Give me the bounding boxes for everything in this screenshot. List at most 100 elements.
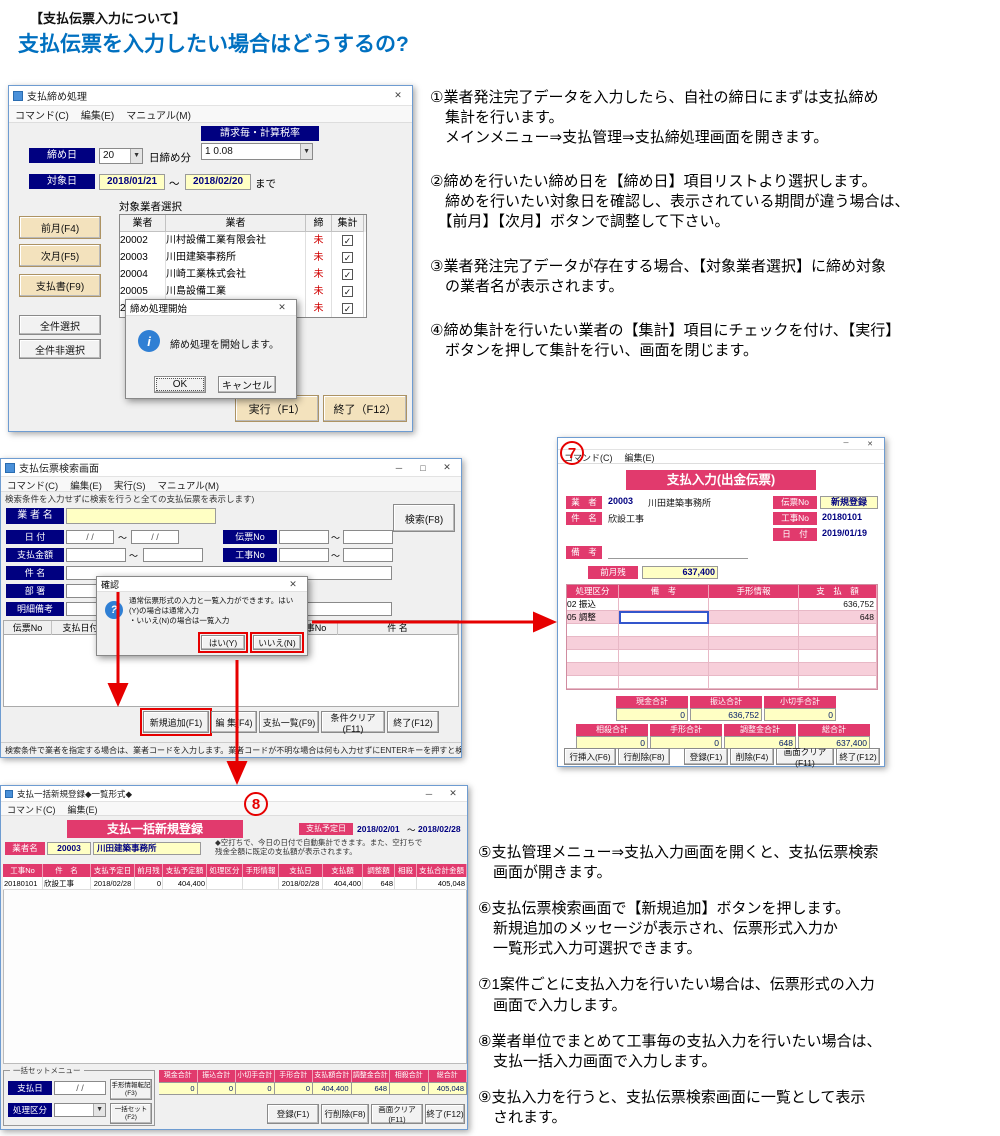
dialog-titlebar[interactable]: 確認 ✕ [97, 577, 307, 592]
menu-command[interactable]: コマンド(C) [7, 481, 59, 492]
payment-doc-button[interactable]: 支払書(F9) [19, 274, 101, 297]
table-row[interactable]: 05 調整 648 [567, 611, 877, 624]
menu-command[interactable]: コマンド(C) [564, 453, 613, 463]
table-row[interactable] [567, 650, 877, 663]
minimize-icon[interactable]: ─ [843, 440, 849, 447]
menubar: コマンド(C) 編集(E) [558, 450, 884, 464]
titlebar[interactable]: 支払伝票検索画面 ─ □ ✕ [1, 459, 461, 477]
menu-command[interactable]: コマンド(C) [15, 111, 69, 122]
payment-date-input[interactable]: / / [54, 1081, 106, 1095]
minimize-icon[interactable]: ─ [425, 788, 433, 799]
minimize-icon[interactable]: ─ [395, 462, 403, 473]
menu-manual[interactable]: マニュアル(M) [126, 111, 191, 122]
project-no-to-input[interactable] [343, 548, 393, 562]
selected-cell[interactable] [619, 611, 709, 624]
register-button[interactable]: 登録(F1) [684, 748, 728, 765]
chevron-down-icon[interactable]: ▼ [300, 144, 312, 159]
table-row[interactable]: 02 振込 636,752 [567, 598, 877, 611]
closing-status: 未 [306, 249, 332, 266]
aggregate-checkbox[interactable]: ✓ [342, 268, 353, 280]
chevron-down-icon[interactable]: ▼ [93, 1104, 105, 1116]
add-new-button[interactable]: 新規追加(F1) [140, 708, 212, 736]
date-to-field[interactable]: 2018/02/20 [185, 174, 251, 190]
titlebar[interactable]: 支払締め処理 ✕ [9, 86, 412, 106]
close-icon[interactable]: ✕ [394, 90, 402, 100]
exit-button[interactable]: 終了(F12) [425, 1104, 465, 1124]
tilde: ～ [407, 825, 416, 835]
close-icon[interactable]: ✕ [449, 788, 457, 798]
table-row[interactable]: 20005 川島設備工業 未 ✓ [120, 283, 366, 300]
exit-button[interactable]: 終了（F12） [323, 395, 407, 422]
clear-screen-button[interactable]: 画面クリア(F11) [776, 747, 834, 768]
search-button[interactable]: 検索(F8) [393, 504, 455, 532]
table-row[interactable] [567, 663, 877, 676]
date-to-input[interactable]: / / [131, 530, 179, 544]
vendor-name-input[interactable] [66, 508, 216, 524]
table-row[interactable]: 20003 川田建築事務所 未 ✓ [120, 249, 366, 266]
amount-to-input[interactable] [143, 548, 203, 562]
menu-edit[interactable]: 編集(E) [67, 805, 98, 815]
aggregate-checkbox[interactable]: ✓ [342, 302, 353, 314]
chevron-down-icon[interactable]: ▼ [130, 149, 142, 163]
close-icon[interactable]: ✕ [867, 440, 873, 448]
menu-command[interactable]: コマンド(C) [7, 805, 56, 815]
table-row[interactable]: 20004 川崎工業株式会社 未 ✓ [120, 266, 366, 283]
scheduled-date-label: 支払予定日 [299, 823, 353, 835]
ok-button[interactable]: OK [154, 376, 206, 393]
clear-conditions-button[interactable]: 条件クリア(F11) [321, 711, 385, 734]
maximize-icon[interactable]: □ [420, 462, 426, 473]
table-row[interactable] [567, 624, 877, 637]
exit-button[interactable]: 終了(F12) [836, 748, 880, 765]
deselect-all-button[interactable]: 全件非選択 [19, 339, 101, 359]
aggregate-checkbox[interactable]: ✓ [342, 251, 353, 263]
next-month-button[interactable]: 次月(F5) [19, 244, 101, 267]
no-button[interactable]: いいえ(N) [250, 632, 304, 653]
dialog-titlebar[interactable]: 締め処理開始 ✕ [126, 300, 296, 316]
aggregate-checkbox[interactable]: ✓ [342, 285, 353, 297]
cancel-button[interactable]: キャンセル [218, 376, 276, 393]
titlebar[interactable]: ─ ✕ [558, 438, 884, 450]
clear-screen-button[interactable]: 画面クリア(F11) [371, 1104, 423, 1124]
insert-row-button[interactable]: 行挿入(F6) [564, 748, 616, 765]
exit-button[interactable]: 終了(F12) [387, 711, 439, 733]
delete-row-button[interactable]: 行削除(F8) [618, 748, 670, 765]
voucher-no-to-input[interactable] [343, 530, 393, 544]
bill-info-button[interactable]: 手形情報転記 (F3) [110, 1079, 152, 1100]
table-row[interactable] [567, 676, 877, 689]
process-type-select[interactable]: ▼ [54, 1103, 106, 1117]
closing-day-select[interactable]: 20 ▼ [99, 148, 143, 164]
project-no-from-input[interactable] [279, 548, 329, 562]
table-row[interactable] [567, 637, 877, 650]
voucher-no-from-input[interactable] [279, 530, 329, 544]
table-row[interactable]: 20180101 欣設工事 2018/02/28 0 404,400 2018/… [3, 877, 467, 890]
batch-set-button[interactable]: 一括セット (F2) [110, 1103, 152, 1124]
total-value: 636,752 [690, 708, 762, 721]
aggregate-checkbox[interactable]: ✓ [342, 234, 353, 246]
titlebar[interactable]: 支払一括新規登録◆一覧形式◆ ─ ✕ [1, 786, 467, 802]
execute-button[interactable]: 実行（F1） [235, 395, 319, 422]
select-all-button[interactable]: 全件選択 [19, 315, 101, 335]
batch-list-area[interactable] [3, 890, 467, 1064]
note-input[interactable] [608, 546, 748, 559]
tax-rate-value: 1 0.08 [205, 145, 233, 157]
register-button[interactable]: 登録(F1) [267, 1104, 319, 1124]
menu-edit[interactable]: 編集(E) [70, 481, 102, 492]
date-from-input[interactable]: / / [66, 530, 114, 544]
close-icon[interactable]: ✕ [443, 462, 451, 472]
close-icon[interactable]: ✕ [289, 578, 297, 589]
menu-manual[interactable]: マニュアル(M) [157, 481, 220, 492]
menu-edit[interactable]: 編集(E) [80, 111, 115, 122]
prev-month-button[interactable]: 前月(F4) [19, 216, 101, 239]
menu-run[interactable]: 実行(S) [113, 481, 146, 492]
edit-button[interactable]: 編 集(F4) [211, 711, 257, 733]
yes-button[interactable]: はい(Y) [198, 632, 248, 653]
date-from-field[interactable]: 2018/01/21 [99, 174, 165, 190]
amount-from-input[interactable] [66, 548, 126, 562]
delete-row-button[interactable]: 行削除(F8) [321, 1104, 369, 1124]
close-icon[interactable]: ✕ [278, 302, 286, 312]
payment-list-button[interactable]: 支払一覧(F9) [259, 711, 319, 733]
table-row[interactable]: 20002 川村設備工業有限会社 未 ✓ [120, 232, 366, 249]
tax-rate-select[interactable]: 1 0.08 ▼ [201, 143, 313, 160]
delete-button[interactable]: 削除(F4) [730, 748, 774, 765]
menu-edit[interactable]: 編集(E) [624, 453, 655, 463]
